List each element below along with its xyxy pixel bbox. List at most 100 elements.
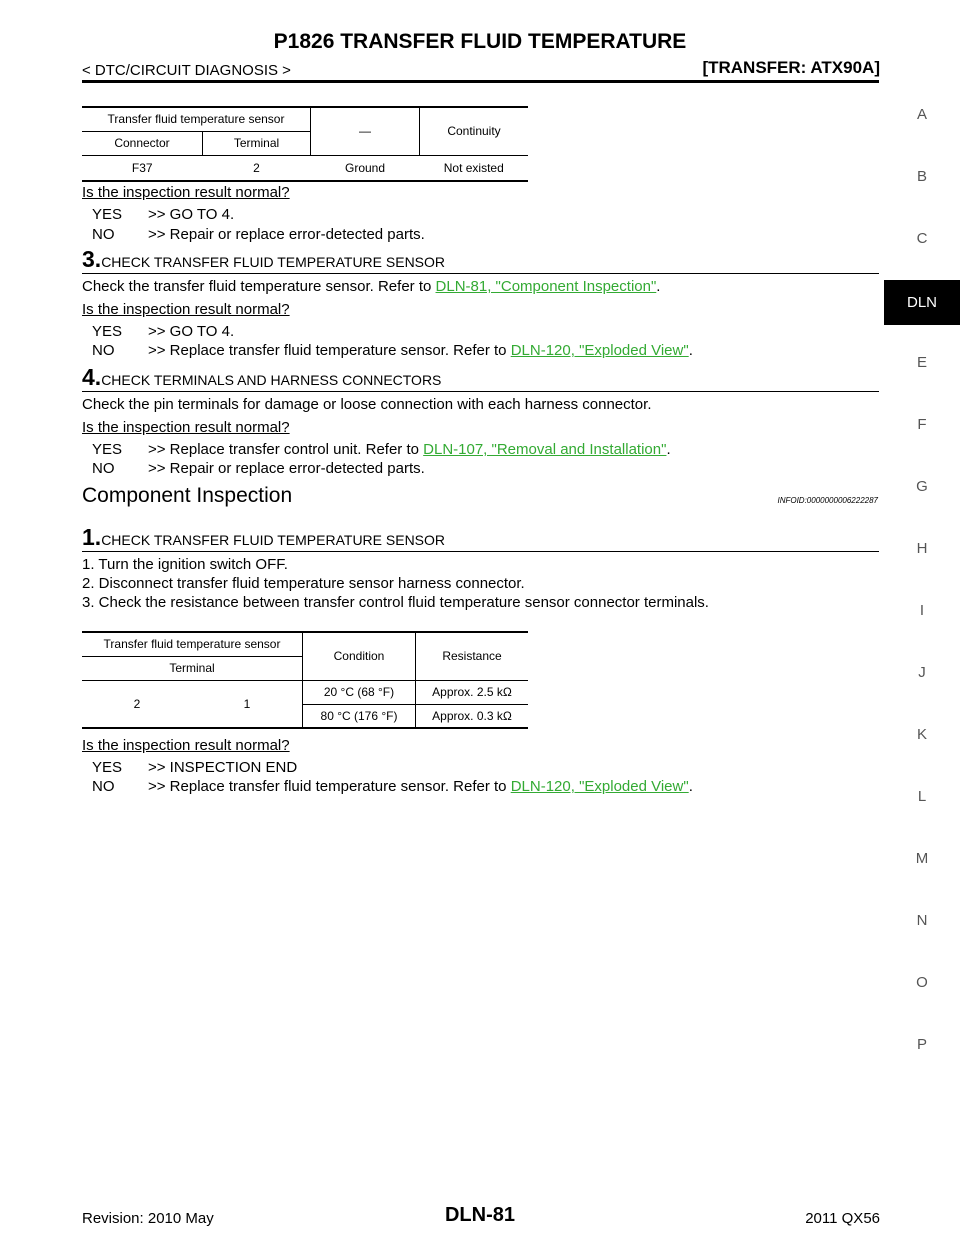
table-row: F37 2 Ground Not existed — [82, 155, 528, 181]
exploded-view-link[interactable]: DLN-120, "Exploded View" — [510, 778, 689, 795]
header-rule — [82, 80, 879, 83]
answer-no: NO >> Replace transfer fluid temperature … — [92, 778, 693, 795]
step-number: 4. — [82, 364, 102, 390]
answer-no-text: >> Repair or replace error-detected part… — [148, 226, 425, 243]
yes-label: YES — [92, 759, 123, 776]
page-title: P1826 TRANSFER FLUID TEMPERATURE — [273, 30, 687, 53]
table1-col-terminal: Terminal — [202, 131, 311, 155]
side-index-g[interactable]: G — [916, 478, 928, 495]
answer-no-text: >> Replace transfer fluid temperature se… — [148, 778, 511, 795]
component-inspection-link[interactable]: DLN-81, "Component Inspection" — [435, 278, 657, 295]
table-row: 2 1 20 °C (68 °F) Approx. 2.5 kΩ — [82, 680, 528, 728]
step-title: CHECK TRANSFER FLUID TEMPERATURE SENSOR — [101, 254, 446, 270]
side-index-i[interactable]: I — [919, 602, 925, 619]
answer-yes-text: >> GO TO 4. — [148, 206, 235, 223]
table2-terminal-a: 2 — [133, 696, 141, 711]
footer-model: 2011 QX56 — [805, 1210, 880, 1227]
side-index-e[interactable]: E — [916, 354, 927, 371]
info-id: INFOID:0000000006222287 — [777, 496, 878, 505]
footer-page-number: DLN-81 — [444, 1204, 515, 1226]
resistance-table: Transfer fluid temperature sensor Condit… — [82, 631, 528, 729]
removal-installation-link[interactable]: DLN-107, "Removal and Installation" — [423, 441, 667, 458]
period: . — [688, 342, 693, 359]
inspection-question: Is the inspection result normal? — [82, 737, 290, 754]
table1-group-header: Transfer fluid temperature sensor — [82, 107, 311, 132]
table2-col-resistance: Resistance — [442, 649, 502, 664]
yes-label: YES — [92, 441, 123, 458]
side-index-o[interactable]: O — [916, 974, 928, 991]
side-index-f[interactable]: F — [917, 416, 927, 433]
table2-col-condition: Condition — [302, 632, 416, 680]
step-3-text: Check the transfer fluid temperature sen… — [82, 278, 660, 295]
no-label: NO — [92, 778, 115, 795]
step-3-text-body: Check the transfer fluid temperature sen… — [82, 278, 436, 295]
yes-label: YES — [92, 323, 123, 340]
side-index-h[interactable]: H — [916, 540, 928, 557]
table2-group-header: Transfer fluid temperature sensor — [82, 632, 303, 657]
side-index-dln-label: DLN — [906, 294, 937, 311]
answer-no: NO >> Repair or replace error-detected pa… — [92, 226, 425, 243]
side-index-l[interactable]: L — [917, 788, 927, 805]
answer-yes: YES >> Replace transfer control unit. Ref… — [92, 441, 671, 458]
yes-label: YES — [92, 206, 123, 223]
answer-yes: YES >> GO TO 4. — [92, 323, 234, 340]
side-index-a[interactable]: A — [916, 106, 927, 123]
answer-yes: YES >> GO TO 4. — [92, 206, 234, 223]
footer-revision: Revision: 2010 May — [82, 1210, 214, 1227]
answer-yes-text: >> INSPECTION END — [148, 759, 298, 776]
table2-resistance-2: Approx. 0.3 kΩ — [432, 708, 512, 723]
table-row: 80 °C (176 °F) Approx. 0.3 kΩ — [82, 704, 528, 728]
side-index-n[interactable]: N — [916, 912, 928, 929]
table1-col-dash: — — [310, 107, 420, 155]
table1-cell-ground: Ground — [344, 160, 386, 175]
table2-col-terminal: Terminal — [82, 656, 303, 680]
answer-no-text: >> Repair or replace error-detected part… — [148, 460, 425, 477]
answer-yes-text: >> GO TO 4. — [148, 323, 235, 340]
ci-step-1-heading: 1.CHECK TRANSFER FLUID TEMPERATURE SENSO… — [82, 524, 445, 551]
side-index-j[interactable]: J — [918, 664, 926, 681]
step-title: CHECK TRANSFER FLUID TEMPERATURE SENSOR — [101, 532, 446, 548]
inspection-question: Is the inspection result normal? — [82, 184, 290, 201]
exploded-view-link[interactable]: DLN-120, "Exploded View" — [510, 342, 689, 359]
answer-no: NO >> Repair or replace error-detected pa… — [92, 460, 425, 477]
procedure-item: 3. Check the resistance between transfer… — [82, 594, 709, 611]
table2-resistance-1: Approx. 2.5 kΩ — [415, 680, 528, 705]
answer-yes: YES >> INSPECTION END — [92, 759, 297, 776]
inspection-question: Is the inspection result normal? — [82, 301, 290, 318]
no-label: NO — [92, 342, 115, 359]
side-index-m[interactable]: M — [915, 850, 929, 867]
side-index-p[interactable]: P — [916, 1036, 927, 1053]
procedure-item: 2. Disconnect transfer fluid temperature… — [82, 575, 525, 592]
table2-terminal-b: 1 — [192, 680, 303, 728]
table1-cell-terminal: 2 — [253, 160, 260, 175]
step-number: 1. — [82, 524, 102, 550]
step-divider — [82, 391, 879, 392]
answer-no: NO >> Replace transfer fluid temperature … — [92, 342, 693, 359]
no-label: NO — [92, 460, 115, 477]
no-label: NO — [92, 226, 115, 243]
side-index-k[interactable]: K — [916, 726, 927, 743]
breadcrumb: < DTC/CIRCUIT DIAGNOSIS > — [82, 62, 291, 79]
step-4-heading: 4.CHECK TERMINALS AND HARNESS CONNECTORS — [82, 364, 441, 391]
table2-condition-2: 80 °C (176 °F) — [302, 704, 416, 728]
table1-col-continuity: Continuity — [447, 124, 501, 139]
period: . — [656, 278, 661, 295]
side-index-b[interactable]: B — [916, 168, 927, 185]
inspection-question: Is the inspection result normal? — [82, 419, 290, 436]
continuity-table: Transfer fluid temperature sensor — Cont… — [82, 106, 528, 182]
step-4-text: Check the pin terminals for damage or lo… — [82, 396, 652, 413]
side-index-dln[interactable]: DLN — [884, 280, 960, 325]
table1-cell-connector: F37 — [131, 160, 153, 175]
period: . — [688, 778, 693, 795]
answer-yes-text: >> Replace transfer control unit. Refer … — [148, 441, 424, 458]
section-tag: [TRANSFER: ATX90A] — [702, 58, 880, 77]
procedure-item: 1. Turn the ignition switch OFF. — [82, 556, 288, 573]
answer-no-text: >> Replace transfer fluid temperature se… — [148, 342, 511, 359]
table1-cell-continuity: Not existed — [443, 160, 504, 175]
period: . — [666, 441, 671, 458]
step-number: 3. — [82, 246, 102, 272]
section-title: Component Inspection — [82, 484, 293, 507]
side-index-c[interactable]: C — [916, 230, 928, 247]
step-3-heading: 3.CHECK TRANSFER FLUID TEMPERATURE SENSO… — [82, 246, 445, 273]
step-divider — [82, 273, 879, 274]
